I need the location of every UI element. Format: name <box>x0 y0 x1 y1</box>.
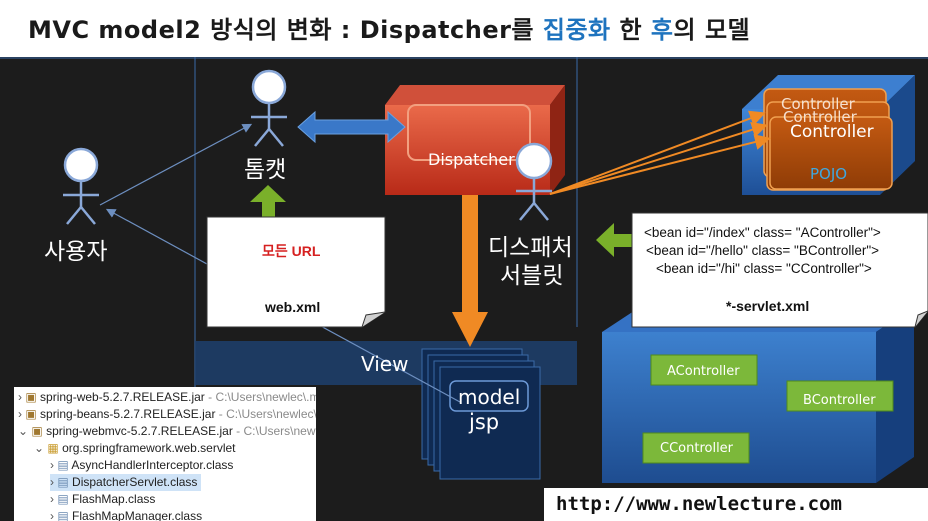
ccontroller-box <box>642 432 750 464</box>
tree-item-package[interactable]: ⌄ ▦ org.springframework.web.servlet <box>34 441 236 455</box>
dispatcher-label: Dispatcher <box>428 150 515 169</box>
tree-item-dispatcher-servlet[interactable]: › ▤ DispatcherServlet.class <box>50 474 202 491</box>
dispatch-controller-arrow <box>549 122 768 195</box>
controller-mid-label: Controller <box>783 108 857 126</box>
footer-url: http://www.newlecture.com <box>556 493 842 515</box>
controller-back-label: Controller <box>781 95 855 113</box>
title-bar <box>0 0 928 57</box>
view-label: View <box>361 352 409 376</box>
tomcat-figure <box>251 69 287 147</box>
footer-bar <box>544 488 928 521</box>
user-figure <box>63 147 99 225</box>
tree-item-spring-beans[interactable]: › ▣ spring-beans-5.2.7.RELEASE.jar - C:\… <box>18 407 316 421</box>
tree-item-flashmap[interactable]: › ▤ FlashMap.class <box>50 492 156 506</box>
dispatcher-servlet-figure <box>515 142 553 221</box>
tree-item-flashmap-manager[interactable]: › ▤ FlashMapManager.class <box>50 509 203 521</box>
bcontroller-box <box>786 380 894 412</box>
tomcat-dispatcher-arrow <box>297 110 406 144</box>
dispatcher-to-view-arrow <box>452 195 488 347</box>
servlet-xml-to-dispatcher-arrow <box>596 223 632 257</box>
bean-line: <bean id="/hi" class= "CController"> <box>656 261 872 276</box>
slide-title: MVC model2 방식의 변화 : Dispatcher를 집중화 한 후의… <box>28 16 751 44</box>
web-xml-fold <box>361 311 386 328</box>
bean-line: <bean id="/index" class= "AController"> <box>644 225 881 240</box>
dispatch-controller-arrow <box>549 110 766 195</box>
ccontroller-label: CController <box>660 441 734 456</box>
jsp-stack <box>421 348 541 480</box>
web-xml-to-tomcat-arrow <box>250 185 286 217</box>
model-label: model <box>458 385 521 409</box>
servlet-xml-fold <box>914 310 928 328</box>
jsp-label: jsp <box>469 410 500 434</box>
acontroller-label: AController <box>667 364 740 379</box>
project-explorer: › ▣ spring-web-5.2.7.RELEASE.jar - C:\Us… <box>14 387 316 521</box>
user-label: 사용자 <box>44 239 108 265</box>
user-to-tomcat-arrow <box>99 123 253 206</box>
controller-stack <box>763 88 893 191</box>
servlet-xml-label: *-servlet.xml <box>726 298 810 314</box>
tree-item-async-handler[interactable]: › ▤ AsyncHandlerInterceptor.class <box>50 458 234 472</box>
web-xml-label: web.xml <box>265 299 321 315</box>
bcontroller-label: BController <box>803 393 876 408</box>
dispatcher-servlet-label-line2: 서블릿 <box>500 263 564 289</box>
mvc-diagram <box>0 57 928 483</box>
controller-front-label: Controller <box>790 122 874 142</box>
tree-item-spring-web[interactable]: › ▣ spring-web-5.2.7.RELEASE.jar - C:\Us… <box>18 390 316 404</box>
pojo-label: POJO <box>810 165 848 183</box>
dispatcher-servlet-label-line1: 디스패처 <box>488 235 573 261</box>
dispatch-controller-arrow <box>549 134 771 195</box>
all-url-label: 모든 URL <box>262 243 321 259</box>
acontroller-box <box>650 354 758 386</box>
tomcat-label: 톰캣 <box>244 157 287 183</box>
tree-item-spring-webmvc[interactable]: ⌄ ▣ spring-webmvc-5.2.7.RELEASE.jar - C:… <box>18 424 316 438</box>
bean-line: <bean id="/hello" class= "BController"> <box>646 243 880 258</box>
